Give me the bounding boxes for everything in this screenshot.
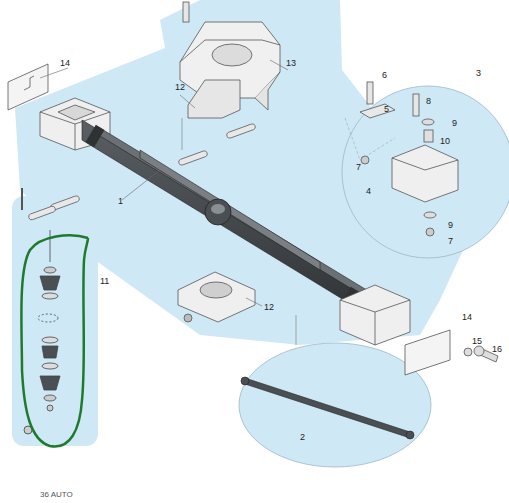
- callout-number: 9: [448, 220, 453, 230]
- callout-number: 13: [286, 58, 296, 68]
- callout-number: 16: [492, 344, 502, 354]
- callout-number: 6: [382, 70, 387, 80]
- callout-number: 8: [426, 96, 431, 106]
- callout-number: 9: [452, 118, 457, 128]
- callout-number: 12: [175, 82, 185, 92]
- watermark: 36 AUTO: [40, 490, 73, 500]
- callout-number: 10: [440, 136, 450, 146]
- callout-number: 15: [472, 336, 482, 346]
- callout-number: 14: [462, 312, 472, 322]
- callout-number: 14: [60, 58, 70, 68]
- callout-number: 2: [300, 432, 305, 442]
- callout-number: 5: [384, 104, 389, 114]
- callout-number: 12: [264, 302, 274, 312]
- callout-number: 3: [476, 68, 481, 78]
- callout-number: 1: [118, 196, 123, 206]
- callout-number: 7: [356, 162, 361, 172]
- callout-number: 11: [100, 276, 109, 286]
- callout-number: 4: [366, 186, 371, 196]
- callout-number: 7: [448, 236, 453, 246]
